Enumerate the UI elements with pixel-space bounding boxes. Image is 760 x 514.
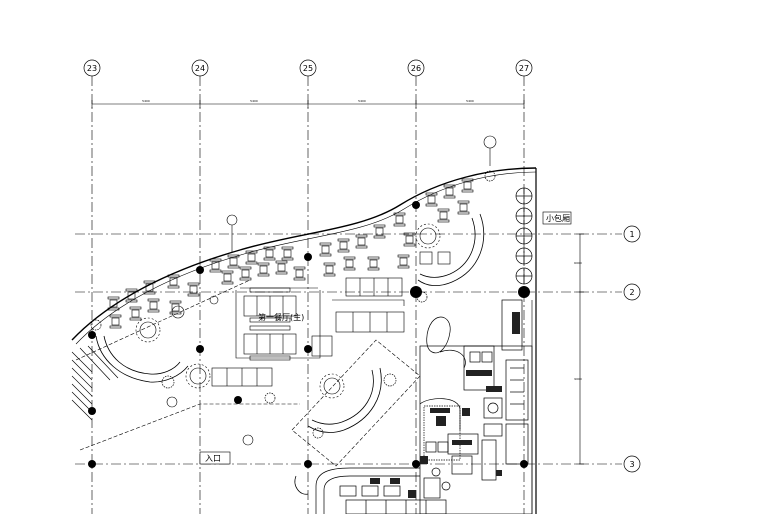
dim-top-4: 5400 xyxy=(466,99,474,103)
private-room-label: 小包厢 xyxy=(546,213,570,223)
dim-top-1: 5400 xyxy=(142,99,150,103)
dim-top-3: 5400 xyxy=(358,99,366,103)
raised-platform-outline xyxy=(75,279,421,467)
kitchen-block xyxy=(419,299,533,514)
facade-circles xyxy=(515,187,533,285)
main-hall-label: 第一餐厅(主) xyxy=(258,312,304,322)
main-hall-tables xyxy=(211,251,451,387)
svg-text:3: 3 xyxy=(629,460,634,469)
svg-text:25: 25 xyxy=(303,64,313,73)
entrance-label: 入口 xyxy=(205,454,221,463)
grid-lines xyxy=(75,76,622,514)
grid-bubble-row-2: 2 xyxy=(623,283,641,301)
private-room-label-box: 小包厢 xyxy=(542,211,572,225)
grid-bubble-row-3: 3 xyxy=(623,455,641,473)
service-counter xyxy=(315,467,447,514)
grid-bubble-col-23: 23 xyxy=(83,59,101,77)
svg-text:24: 24 xyxy=(195,64,205,73)
organic-island xyxy=(294,316,466,495)
section-markers xyxy=(166,135,497,446)
grid-bubble-col-25: 25 xyxy=(299,59,317,77)
top-dimension-line xyxy=(91,100,525,108)
planters xyxy=(90,170,496,439)
grid-bubble-row-1: 1 xyxy=(623,225,641,243)
dim-top-2: 5400 xyxy=(250,99,258,103)
grid-bubble-col-24: 24 xyxy=(191,59,209,77)
entrance-label-box: 入口 xyxy=(199,451,231,465)
zone-partitions xyxy=(235,287,405,359)
bottom-service-dark xyxy=(370,478,416,498)
curved-zone-tables xyxy=(107,178,474,329)
left-stair xyxy=(71,345,119,421)
dim-right-2: 9000 xyxy=(574,377,582,381)
kitchen-equipment xyxy=(420,312,520,476)
round-tables xyxy=(135,223,441,399)
right-wall xyxy=(531,168,537,514)
dim-right-1: 6000 xyxy=(574,261,582,265)
grid-bubble-col-26: 26 xyxy=(407,59,425,77)
structural-columns xyxy=(88,201,530,468)
svg-text:1: 1 xyxy=(629,230,634,239)
svg-text:23: 23 xyxy=(87,64,97,73)
booth-seating xyxy=(95,213,485,433)
svg-text:26: 26 xyxy=(411,64,421,73)
right-dimension-line xyxy=(576,233,584,465)
grid-bubble-col-27: 27 xyxy=(515,59,533,77)
svg-text:2: 2 xyxy=(629,288,634,297)
svg-text:27: 27 xyxy=(519,64,529,73)
